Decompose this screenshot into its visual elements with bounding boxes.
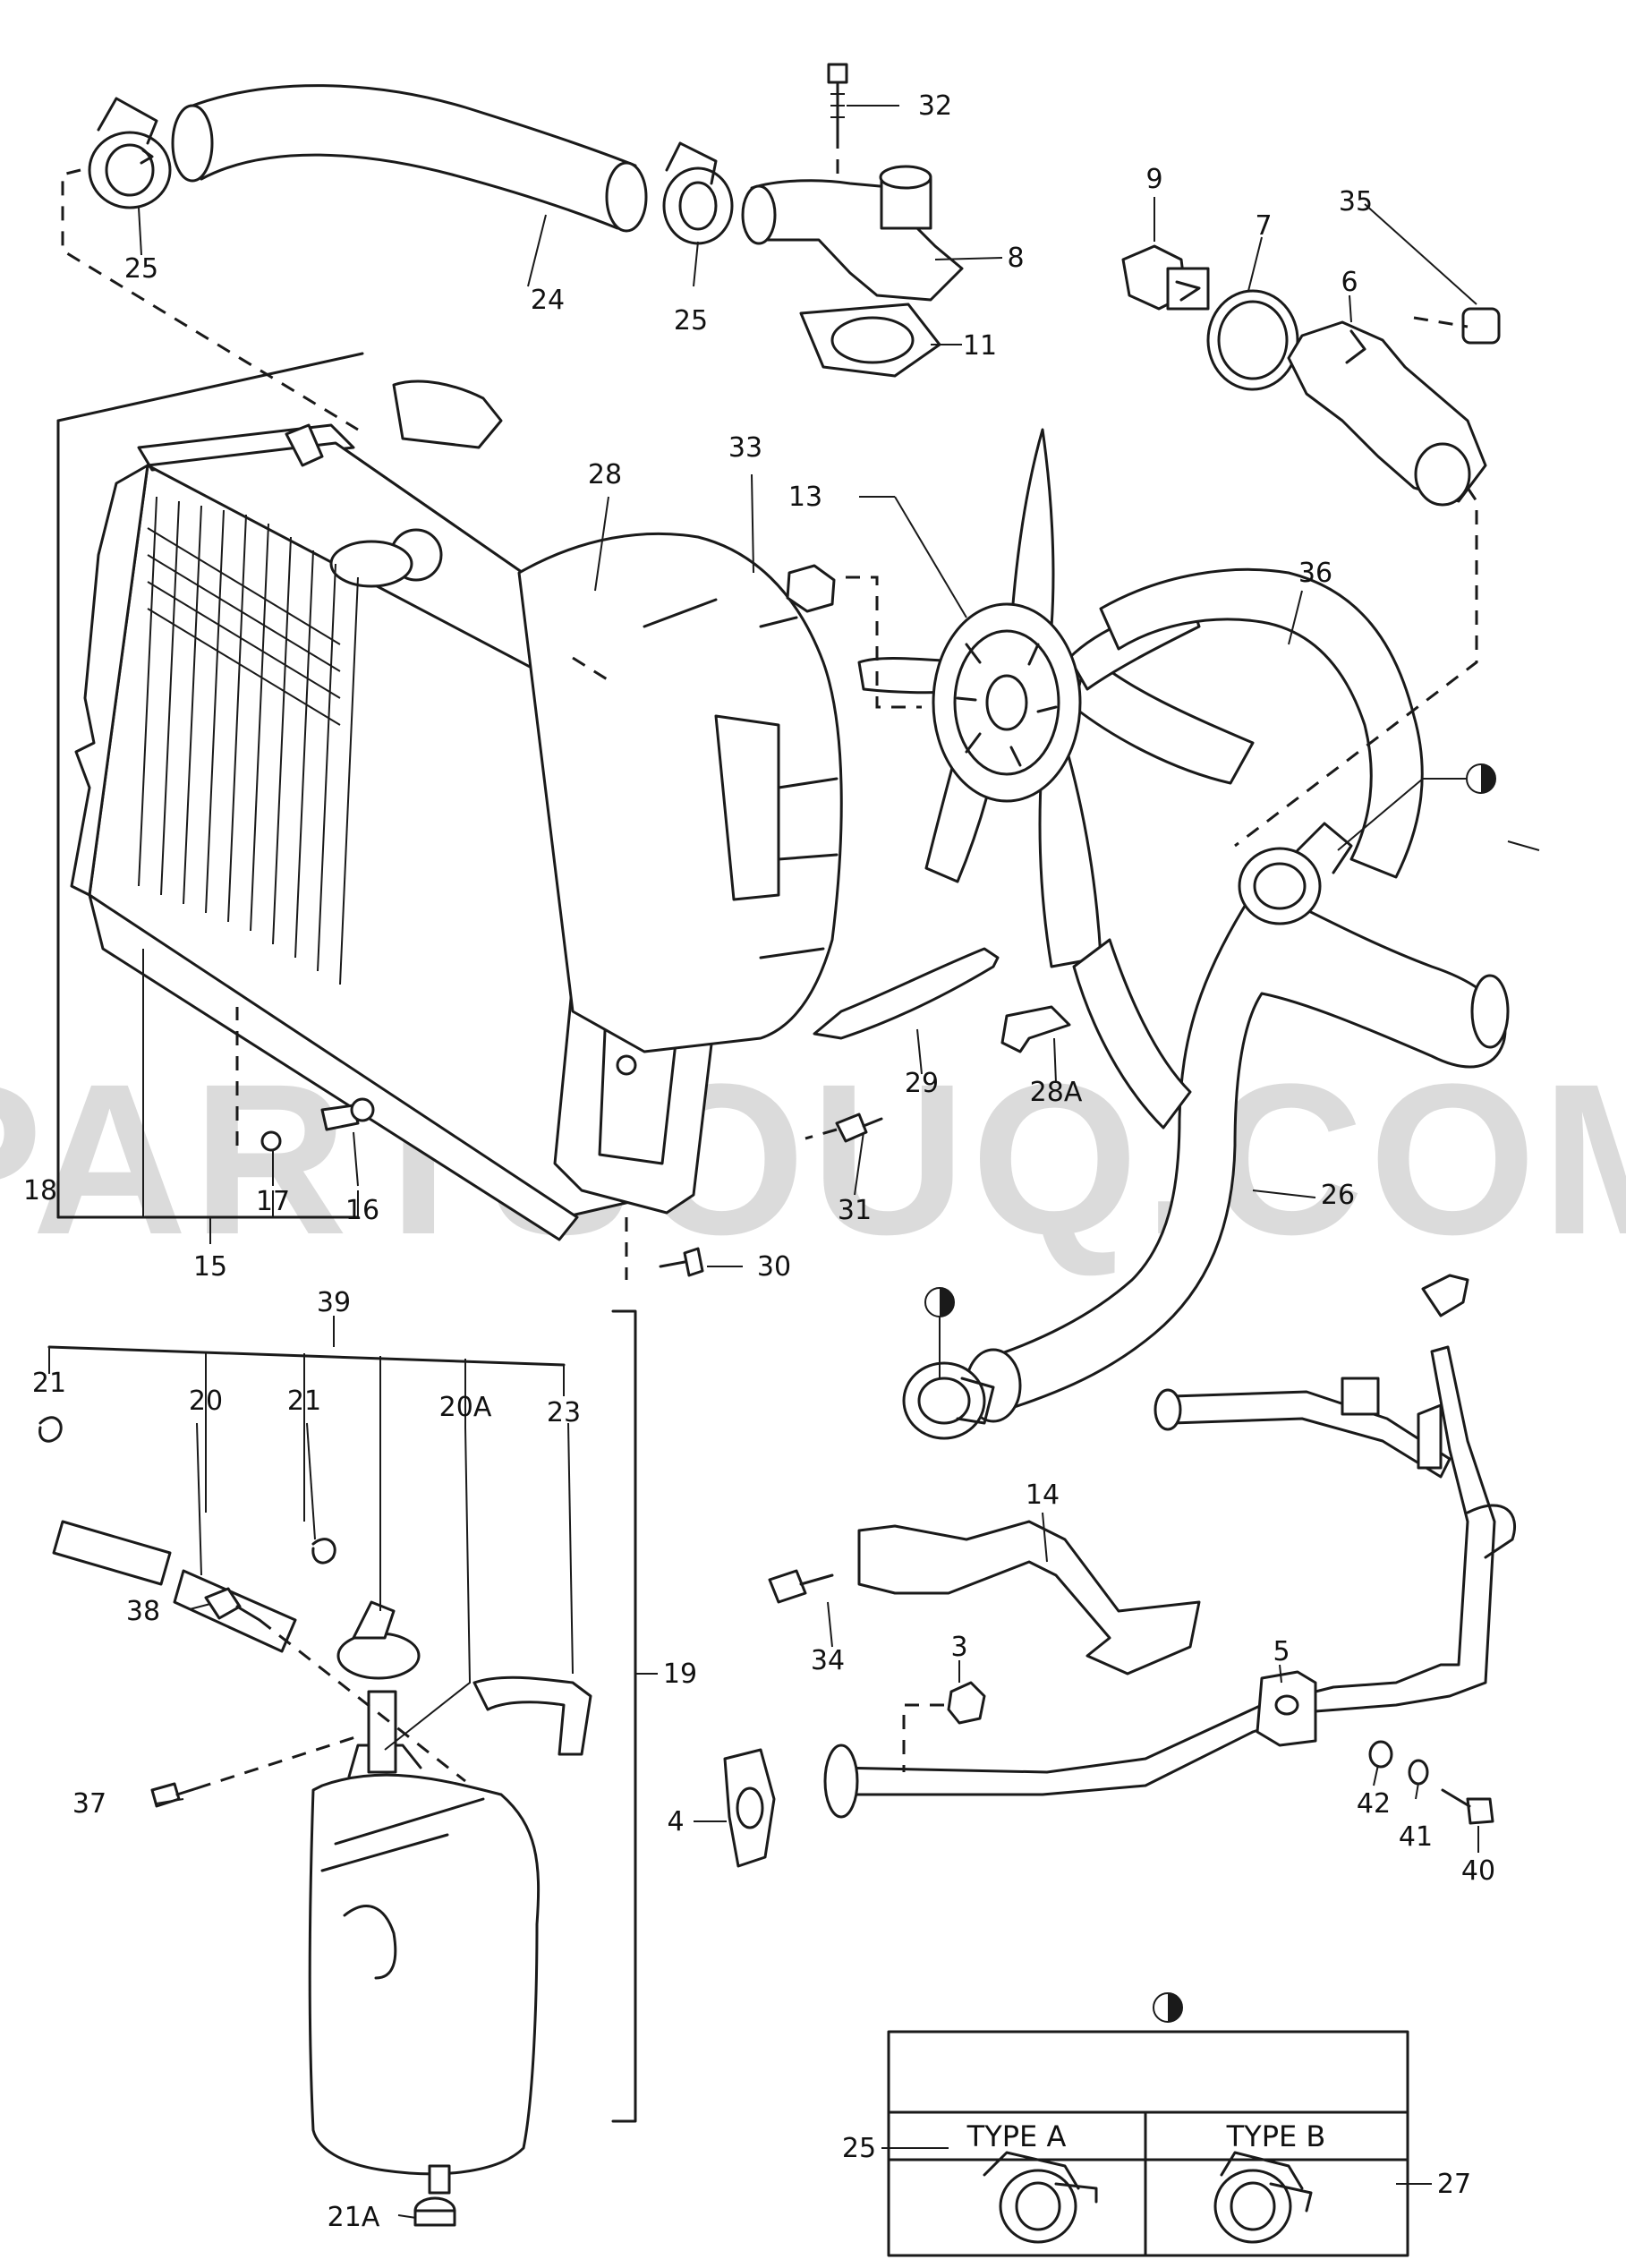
bolt-30 <box>625 1217 704 1280</box>
bolt-34 <box>768 1569 834 1604</box>
callout-34: 34 <box>811 1645 845 1676</box>
callout-3: 3 <box>950 1632 967 1663</box>
half-circle-symbol-table <box>1153 1992 1183 2023</box>
table-header-type-a: TYPE A <box>966 2119 1067 2153</box>
callout-4: 4 <box>667 1806 684 1837</box>
drain-cock-16 <box>320 1097 375 1131</box>
callout-15: 15 <box>193 1251 227 1283</box>
fan-shroud <box>517 532 843 1053</box>
callout-21a: 21A <box>328 2202 380 2233</box>
clip-28a <box>1000 1005 1071 1053</box>
fan-nut-33 <box>786 564 922 709</box>
callout-21-mid: 21 <box>287 1386 321 1417</box>
callout-17: 17 <box>256 1186 290 1217</box>
water-outlet-housing <box>741 165 964 302</box>
callout-labels: 25 24 25 32 8 11 9 7 35 6 28 33 13 36 29… <box>23 90 1495 2233</box>
clamp-type-table: TYPE A TYPE B <box>887 2030 1409 2257</box>
radiator-core-fins <box>138 496 359 985</box>
callout-39: 39 <box>317 1287 351 1318</box>
callout-24: 24 <box>531 285 565 316</box>
callout-14: 14 <box>1026 1479 1060 1511</box>
callout-38: 38 <box>126 1596 160 1627</box>
leader-lines <box>47 105 1540 2219</box>
hose-clamp-upper-right <box>1238 822 1353 925</box>
tank-cap <box>336 1600 421 1680</box>
bolt-32 <box>827 63 848 183</box>
callout-28a: 28A <box>1030 1077 1083 1108</box>
bypass-pipe <box>823 1274 1517 1819</box>
callout-29: 29 <box>905 1068 939 1099</box>
callout-40: 40 <box>1461 1855 1495 1887</box>
cooling-fan <box>857 428 1255 968</box>
table-header-type-b: TYPE B <box>1226 2119 1326 2153</box>
water-inlet-housing <box>1287 320 1487 507</box>
callout-8: 8 <box>1007 243 1024 274</box>
reserve-tank <box>308 1690 541 2195</box>
bracket-29 <box>813 947 1000 1040</box>
washer-41 <box>1408 1759 1429 1786</box>
callout-31: 31 <box>838 1195 872 1226</box>
callout-36: 36 <box>1298 558 1332 589</box>
callout-11: 11 <box>963 330 997 362</box>
hose-36 <box>1072 567 1424 1130</box>
callout-7: 7 <box>1255 210 1272 242</box>
hose-clamp-upper-mid <box>662 141 734 245</box>
callout-27: 27 <box>1437 2169 1471 2200</box>
nut-3 <box>902 1681 986 1772</box>
callout-28: 28 <box>588 459 622 490</box>
bolt-40 <box>1441 1788 1494 1825</box>
o-ring-17 <box>235 1007 282 1152</box>
upper-radiator-hose <box>171 84 648 233</box>
callout-25-table: 25 <box>842 2133 876 2164</box>
hose-clamp-upper-left <box>88 97 172 209</box>
clip-21-left <box>38 1416 63 1443</box>
callout-30: 30 <box>757 1251 791 1283</box>
cap-35 <box>1461 307 1501 345</box>
callout-19: 19 <box>663 1658 697 1690</box>
callout-33: 33 <box>728 432 762 464</box>
plug-21a <box>413 2196 456 2227</box>
callout-20a: 20A <box>439 1392 492 1423</box>
callout-9: 9 <box>1145 164 1162 195</box>
housing-gasket <box>799 303 941 378</box>
callout-35: 35 <box>1339 186 1373 217</box>
half-circle-symbol-upper <box>1337 763 1496 851</box>
o-ring-7 <box>1206 289 1299 391</box>
callout-25-left: 25 <box>124 253 158 285</box>
watermark-text: PARTSOUQ.COM <box>0 1039 1626 1279</box>
callout-20: 20 <box>189 1386 223 1417</box>
bracket-5 <box>1256 1670 1317 1747</box>
tank-hose-20-lower <box>173 1569 297 1653</box>
clamp-type-a-illustration <box>983 2151 1098 2244</box>
callout-21-left: 21 <box>32 1368 66 1399</box>
callout-26: 26 <box>1321 1180 1355 1211</box>
callout-25-mid: 25 <box>674 305 708 337</box>
callout-13: 13 <box>788 482 822 513</box>
callout-41: 41 <box>1399 1821 1433 1853</box>
callout-42: 42 <box>1357 1788 1391 1820</box>
temperature-sensor <box>1121 244 1210 311</box>
hose-clamp-lower <box>902 1361 995 1440</box>
half-circle-symbol-lower <box>924 1287 955 1317</box>
gasket-4 <box>723 1748 776 1868</box>
clamp-type-b-illustration <box>1213 2151 1313 2244</box>
callout-5: 5 <box>1273 1636 1290 1667</box>
clip-21-mid <box>311 1538 336 1565</box>
screw-38 <box>204 1587 466 1783</box>
callout-18: 18 <box>23 1175 57 1206</box>
bolt-31 <box>804 1113 883 1143</box>
washer-42 <box>1368 1740 1393 1769</box>
callout-37: 37 <box>72 1788 106 1820</box>
callout-16: 16 <box>345 1195 379 1226</box>
callout-6: 6 <box>1341 267 1358 298</box>
bracket-14 <box>857 1520 1201 1675</box>
tank-hose-20-upper <box>52 1520 172 1586</box>
callout-23: 23 <box>547 1397 581 1428</box>
callout-32: 32 <box>918 90 952 122</box>
tank-hose-23 <box>472 1675 592 1756</box>
